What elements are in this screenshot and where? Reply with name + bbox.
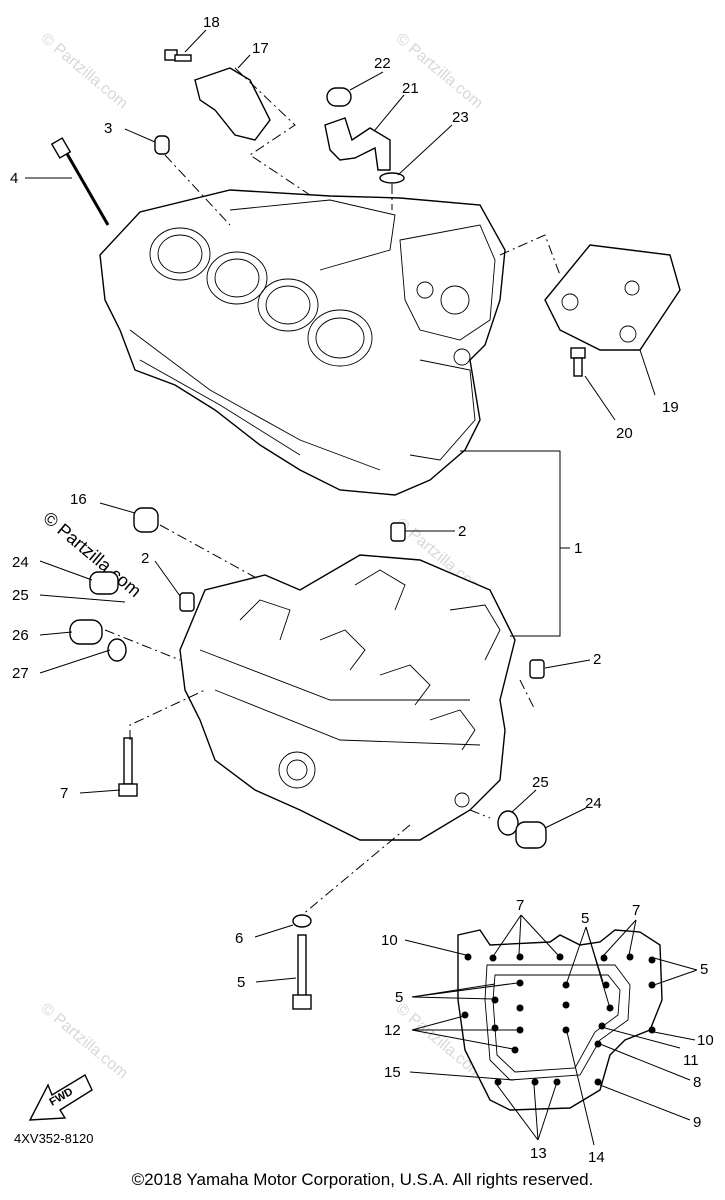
part-26-plug [69,619,103,645]
callout-23: 23 [452,109,469,126]
fwd-arrow-icon: FWD [28,1073,93,1121]
part-5-bolt [292,934,312,1010]
part-2-dowel [390,522,406,542]
callout-25: 25 [12,587,29,604]
callout-15: 15 [384,1064,401,1081]
watermark: © Partzilla.com [392,30,486,112]
watermark: © Partzilla.com [37,30,131,112]
part-20-bolt [570,347,586,377]
part-6-washer [292,914,312,928]
callout-7: 7 [632,902,640,919]
callout-8: 8 [693,1074,701,1091]
callout-24: 24 [12,554,29,571]
part-2-dowel [179,592,195,612]
part-7-bolt [118,737,138,797]
part-17-cover [194,67,271,141]
callout-12: 12 [384,1022,401,1039]
callout-22: 22 [374,55,391,72]
callout-17: 17 [252,40,269,57]
callout-26: 26 [12,627,29,644]
part-16-plug [133,507,159,533]
callout-5: 5 [700,961,708,978]
callout-2: 2 [141,550,149,567]
part-number: 4XV352-8120 [14,1131,94,1146]
callout-2: 2 [593,651,601,668]
callout-3: 3 [104,120,112,137]
callout-10: 10 [381,932,398,949]
callout-5: 5 [395,989,403,1006]
lower-crankcase [179,554,516,841]
part-25-oring [497,810,519,836]
callout-7: 7 [60,785,68,802]
part-4-stud [50,137,110,226]
callout-14: 14 [588,1149,605,1166]
callout-20: 20 [616,425,633,442]
callout-5: 5 [237,974,245,991]
callout-7: 7 [516,897,524,914]
callout-27: 27 [12,665,29,682]
callout-25: 25 [532,774,549,791]
part-3-plug [154,135,170,155]
part-2-dowel [529,659,545,679]
callout-4: 4 [10,170,18,187]
callout-21: 21 [402,80,419,97]
part-24-plug [515,821,547,849]
part-18-bolt [164,49,192,62]
bolt-pattern-inset [457,929,663,1111]
part-23-clip [379,172,405,184]
callout-2: 2 [458,523,466,540]
callout-24: 24 [585,795,602,812]
callout-11: 11 [683,1052,699,1069]
callout-labels: 18 17 22 21 23 3 4 19 20 16 2 1 2 24 25 … [10,14,714,1166]
assembly-lines [104,67,561,916]
copyright-notice: ©2018 Yamaha Motor Corporation, U.S.A. A… [131,1170,594,1189]
part-21-hose [324,117,391,171]
part-19-plate [544,244,681,351]
part-22-clamp [326,87,352,107]
callout-16: 16 [70,491,87,508]
callout-19: 19 [662,399,679,416]
callout-18: 18 [203,14,220,31]
callout-10: 10 [697,1032,714,1049]
callout-6: 6 [235,930,243,947]
part-24-plug [89,571,119,595]
callout-9: 9 [693,1114,701,1131]
watermark: © Partzilla.com [37,1000,131,1082]
part-27-oring [107,638,127,662]
leader-lines [25,29,698,1146]
upper-crankcase [99,189,506,496]
callout-13: 13 [530,1145,547,1162]
callout-1: 1 [574,540,582,557]
callout-5: 5 [581,910,589,927]
